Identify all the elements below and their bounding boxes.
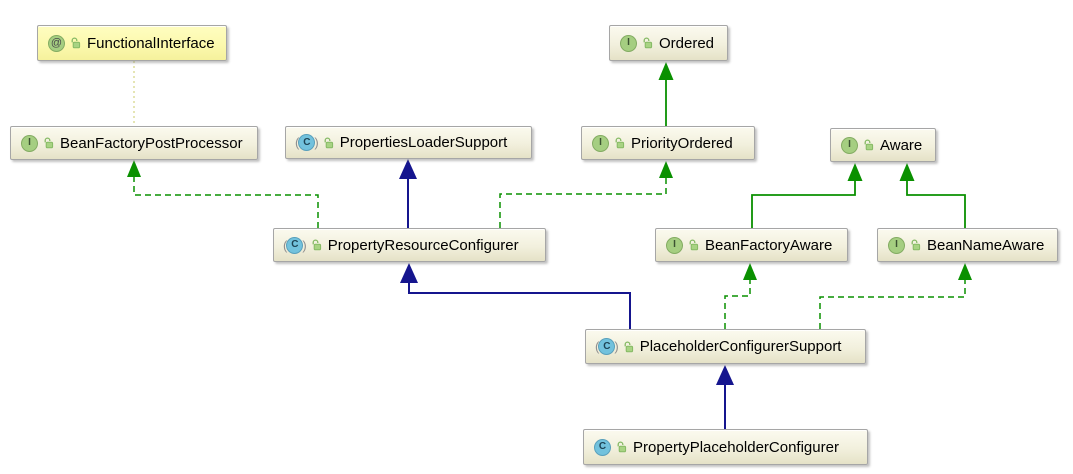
interface-letter-badge: I [21,134,38,152]
node-label: FunctionalInterface [87,34,215,52]
node-functional-interface[interactable]: @ FunctionalInterface [37,25,227,61]
arrowhead-extends [658,62,674,80]
open-lock-icon [616,441,627,453]
arrowhead-implements [958,263,972,280]
open-lock-icon [910,239,921,251]
edge-implements-placeholder-configurer-support-to-bean-name-aware [819,263,972,329]
interface-letter-badge: I [592,134,609,152]
abstract-paren: ) [614,339,619,354]
node-label: BeanNameAware [927,236,1045,254]
arrowhead-extends [847,163,863,181]
interface-letter-badge: I [888,236,905,254]
arrowhead-extends [899,163,915,181]
class-letter-badge: C [598,338,616,355]
class-letter-badge: C [286,236,304,254]
arrowhead-implements [659,161,673,178]
edge-extends-property-placeholder-configurer-to-placeholder-configurer-support [716,365,734,429]
abstract-paren: ( [283,237,288,253]
class-letter-badge: C [594,438,611,456]
interface-icon: I [888,236,905,254]
node-label: BeanFactoryAware [705,236,833,254]
arrowhead-implements [743,263,757,280]
interface-letter-badge: I [620,34,637,52]
node-label: Aware [880,136,923,154]
edge-implements-property-resource-configurer-to-priority-ordered [499,161,673,228]
edge-extends-placeholder-configurer-support-to-property-resource-configurer [400,263,631,329]
node-label: PropertyPlaceholderConfigurer [633,438,839,456]
interface-icon: I [620,34,637,52]
open-lock-icon [323,136,334,149]
node-label: PropertyResourceConfigurer [327,236,519,254]
arrowhead-extends [716,365,734,385]
edge-extends-priority-ordered-to-ordered [658,62,674,126]
annotation-icon: @ [48,34,65,52]
node-label: PriorityOrdered [631,134,733,152]
abstract-class-icon: (C) [295,134,319,151]
node-property-placeholder-configurer[interactable]: C PropertyPlaceholderConfigurer [583,429,868,465]
node-property-resource-configurer[interactable]: (C) PropertyResourceConfigurer [273,228,546,262]
open-lock-icon [642,37,653,49]
class-icon: C [594,438,611,456]
open-lock-icon [70,37,81,49]
arrowhead-implements [127,160,141,177]
abstract-class-icon: (C) [595,338,619,355]
open-lock-icon [623,340,634,353]
class-letter-badge: C [298,134,316,151]
interface-icon: I [666,236,683,254]
open-lock-icon [688,239,699,251]
open-lock-icon [43,137,54,149]
open-lock-icon [614,137,625,149]
node-bean-name-aware[interactable]: I BeanNameAware [877,228,1058,262]
interface-letter-badge: I [666,236,683,254]
interface-icon: I [592,134,609,152]
edge-implements-placeholder-configurer-support-to-bean-factory-aware [724,263,757,329]
open-lock-icon [863,139,874,151]
abstract-paren: ( [595,339,600,354]
node-ordered[interactable]: I Ordered [609,25,728,61]
node-bean-factory-aware[interactable]: I BeanFactoryAware [655,228,848,262]
node-aware[interactable]: I Aware [830,128,936,162]
open-lock-icon [311,239,322,251]
node-label: Ordered [659,34,715,52]
edge-extends-bean-name-aware-to-aware [899,163,966,228]
edge-implements-property-resource-configurer-to-bean-factory-post-processor [127,160,319,228]
node-priority-ordered[interactable]: I PriorityOrdered [581,126,755,160]
interface-icon: I [841,136,858,154]
node-label: BeanFactoryPostProcessor [60,134,243,152]
annotation-letter-badge: @ [48,34,65,52]
abstract-paren: ) [314,135,319,150]
abstract-paren: ( [295,135,300,150]
abstract-class-icon: (C) [283,236,307,254]
interface-icon: I [21,134,38,152]
node-properties-loader-support[interactable]: (C) PropertiesLoaderSupport [285,126,532,159]
interface-letter-badge: I [841,136,858,154]
arrowhead-extends [399,159,417,179]
abstract-paren: ) [302,237,307,253]
arrowhead-extends [400,263,418,283]
node-bean-factory-post-processor[interactable]: I BeanFactoryPostProcessor [10,126,258,160]
node-placeholder-configurer-support[interactable]: (C) PlaceholderConfigurerSupport [585,329,866,364]
edge-extends-property-resource-configurer-to-properties-loader-support [399,159,417,228]
node-label: PlaceholderConfigurerSupport [639,338,842,355]
edge-extends-bean-factory-aware-to-aware [751,163,863,228]
node-label: PropertiesLoaderSupport [339,134,508,151]
